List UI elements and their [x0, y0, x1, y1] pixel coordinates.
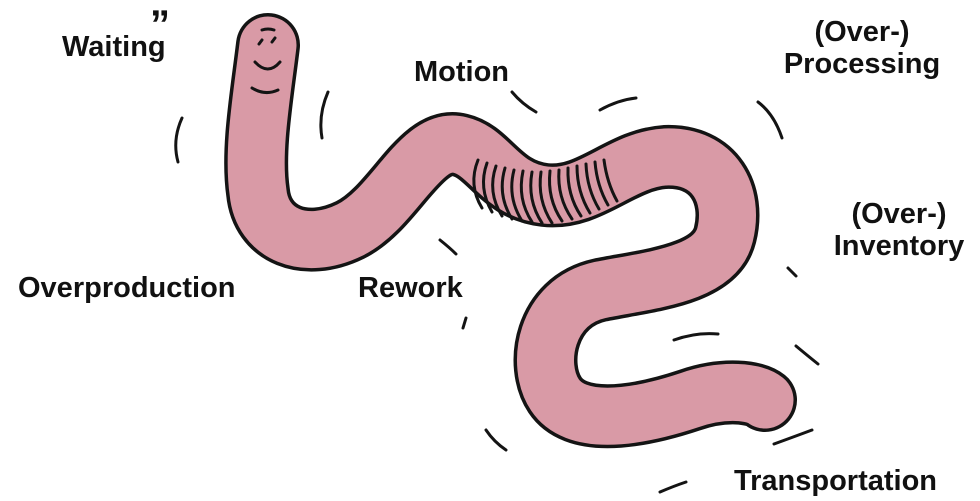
label-motion: Motion [414, 56, 509, 88]
label-over-inventory-line1: (Over-) [824, 198, 974, 230]
worm-brow [262, 29, 274, 30]
worm-body-fill [256, 45, 765, 416]
label-over-inventory: (Over-) Inventory [824, 198, 974, 262]
label-over-processing-line2: Processing [776, 48, 948, 80]
label-rework: Rework [358, 272, 463, 304]
label-waiting: Waiting [62, 31, 166, 63]
label-over-processing-line1: (Over-) [776, 16, 948, 48]
label-over-processing: (Over-) Processing [776, 16, 948, 80]
label-overproduction: Overproduction [18, 272, 236, 304]
label-transportation: Transportation [734, 465, 937, 497]
label-over-inventory-line2: Inventory [824, 230, 974, 262]
